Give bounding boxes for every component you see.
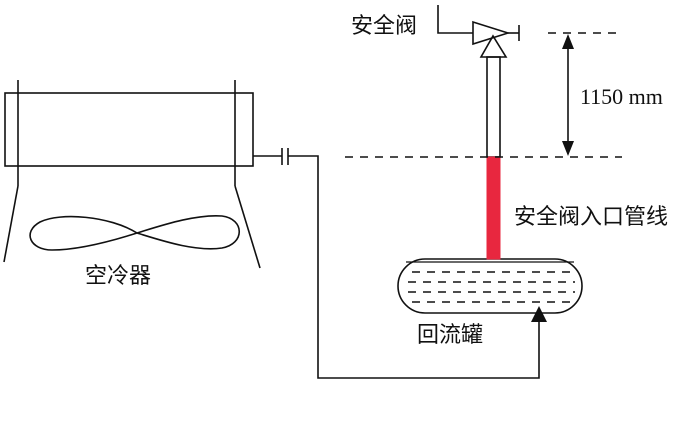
valve-body-bottom <box>479 34 508 58</box>
inlet-line-highlight <box>486 156 501 260</box>
dimension-arrow-up-icon <box>562 34 574 49</box>
reflux-drum-label: 回流罐 <box>417 323 483 348</box>
inlet-line-upper <box>486 56 501 158</box>
flow-arrow-icon <box>531 306 547 322</box>
air-cooler: 空冷器 <box>3 80 261 289</box>
safety-valve-inlet-line <box>486 56 501 260</box>
reflux-drum-body <box>397 258 583 314</box>
cooler-outlet-pipe <box>253 148 547 379</box>
air-cooler-leg-right <box>234 185 261 269</box>
air-cooler-body <box>4 92 254 167</box>
reflux-drum: 回流罐 <box>397 258 583 348</box>
dimension-label: 1150 mm <box>580 84 663 109</box>
return-pipe <box>288 155 540 379</box>
safety-valve-icon: 安全阀 <box>351 5 520 58</box>
fan-icon <box>29 215 240 251</box>
air-cooler-label: 空冷器 <box>85 264 151 289</box>
dimension: 1150 mm <box>345 32 663 158</box>
safety-valve-label: 安全阀 <box>351 14 417 39</box>
air-cooler-leg-left <box>3 185 19 263</box>
valve-discharge-pipe <box>437 5 473 34</box>
dimension-arrow-down-icon <box>562 141 574 156</box>
inlet-line-label: 安全阀入口管线 <box>514 205 668 230</box>
